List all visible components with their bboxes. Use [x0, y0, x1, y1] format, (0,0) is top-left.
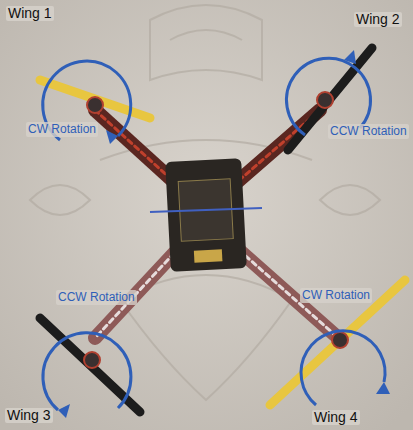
wing-label: Wing 2: [354, 12, 402, 27]
wing-label: Wing 3: [5, 408, 53, 423]
rotation-label: CCW Rotation: [328, 124, 409, 139]
wing-label: Wing 1: [6, 6, 54, 21]
wing-label: Wing 4: [312, 410, 360, 425]
rotation-label: CCW Rotation: [56, 290, 137, 305]
rotation-label: CW Rotation: [26, 122, 98, 137]
rotation-label: CW Rotation: [300, 288, 372, 303]
